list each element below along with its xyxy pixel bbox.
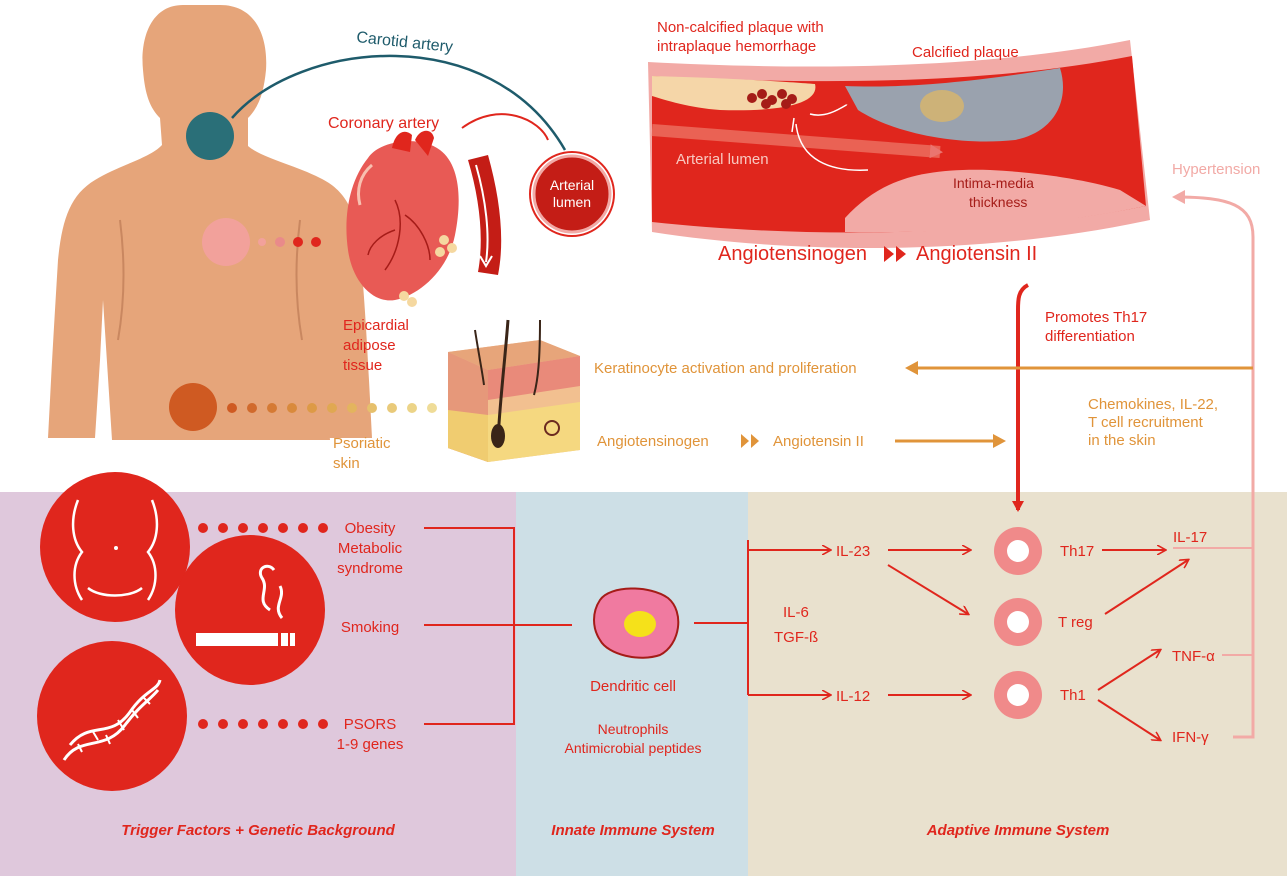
psoriatic-line2: skin bbox=[333, 455, 360, 472]
arterial-lumen-label: Arterial lumen bbox=[676, 151, 769, 168]
smoking-label: Smoking bbox=[341, 619, 399, 636]
carotid-label: Carotid artery bbox=[356, 29, 454, 56]
th1-label: Th1 bbox=[1060, 687, 1086, 704]
chemokines-line3: in the skin bbox=[1088, 432, 1156, 449]
skin-marker bbox=[169, 383, 217, 431]
epicardial-line1: Epicardial bbox=[343, 317, 409, 334]
epicardial-line2: adipose bbox=[343, 337, 396, 354]
promotes-line2: differentiation bbox=[1045, 328, 1135, 345]
heart-illustration-icon bbox=[346, 131, 458, 307]
adaptive-title: Adaptive Immune System bbox=[926, 822, 1110, 839]
il12-label: IL-12 bbox=[836, 688, 870, 705]
trigger-title: Trigger Factors + Genetic Background bbox=[121, 822, 395, 839]
innate-title: Innate Immune System bbox=[551, 822, 714, 839]
noncalcified-line1: Non-calcified plaque with bbox=[657, 19, 824, 36]
psors-line2: 1-9 genes bbox=[337, 736, 404, 753]
abdomen-icon bbox=[40, 472, 190, 622]
il17-label: IL-17 bbox=[1173, 529, 1207, 546]
th17-label: Th17 bbox=[1060, 543, 1094, 560]
calcified-label: Calcified plaque bbox=[912, 44, 1019, 61]
arterial-lumen-circle-line2: lumen bbox=[553, 194, 591, 210]
cigarette-icon bbox=[175, 535, 325, 685]
carotid-marker bbox=[186, 112, 234, 160]
chemokines-line2: T cell recruitment bbox=[1088, 414, 1204, 431]
coronary-label: Coronary artery bbox=[328, 115, 439, 132]
skin-angiotensinogen: Angiotensinogen bbox=[597, 433, 709, 450]
noncalcified-line2: intraplaque hemorrhage bbox=[657, 38, 816, 55]
keratinocyte-label: Keratinocyte activation and proliferatio… bbox=[594, 360, 857, 377]
treg-cell-icon bbox=[994, 598, 1042, 646]
ifny-label: IFN-γ bbox=[1172, 729, 1209, 746]
arterial-lumen-circle-line1: Arterial bbox=[550, 177, 594, 193]
skin-angiotensin: Angiotensin II bbox=[773, 433, 864, 450]
epicardial-line3: tissue bbox=[343, 357, 382, 374]
heart-marker bbox=[202, 218, 250, 266]
promotes-arrow bbox=[1018, 285, 1028, 510]
th1-cell-icon bbox=[994, 671, 1042, 719]
skin-double-chevron-icon bbox=[741, 434, 759, 448]
metabolic-line1: Metabolic bbox=[338, 540, 403, 557]
psoriatic-line1: Psoriatic bbox=[333, 435, 391, 452]
dna-icon bbox=[37, 641, 187, 791]
artery-illustration bbox=[648, 40, 1150, 248]
th17-cell-icon bbox=[994, 527, 1042, 575]
artery-angiotensin: Angiotensin II bbox=[916, 243, 1037, 265]
il6-label: IL-6 bbox=[783, 604, 809, 621]
dendritic-cell-icon bbox=[594, 588, 678, 657]
neutrophils-label: Neutrophils bbox=[598, 721, 669, 737]
psors-line1: PSORS bbox=[344, 716, 397, 733]
intima-line1: Intima-media bbox=[953, 175, 1034, 191]
double-chevron-icon bbox=[884, 246, 906, 262]
tnfa-label: TNF-α bbox=[1172, 648, 1215, 665]
antimicrobial-label: Antimicrobial peptides bbox=[565, 740, 702, 756]
tgfb-label: TGF-ß bbox=[774, 629, 818, 646]
hypertension-label: Hypertension bbox=[1172, 161, 1260, 178]
body-silhouette-icon bbox=[48, 5, 372, 440]
chemokines-line1: Chemokines, IL-22, bbox=[1088, 396, 1218, 413]
obesity-label: Obesity bbox=[345, 520, 396, 537]
artery-angiotensinogen: Angiotensinogen bbox=[718, 243, 867, 265]
intima-line2: thickness bbox=[969, 194, 1027, 210]
dendritic-cell-label: Dendritic cell bbox=[590, 678, 676, 695]
il23-label: IL-23 bbox=[836, 543, 870, 560]
vessel-segment-icon bbox=[468, 155, 501, 275]
treg-label: T reg bbox=[1058, 614, 1093, 631]
metabolic-line2: syndrome bbox=[337, 560, 403, 577]
skin-cross-section-icon bbox=[448, 320, 580, 462]
promotes-line1: Promotes Th17 bbox=[1045, 309, 1147, 326]
